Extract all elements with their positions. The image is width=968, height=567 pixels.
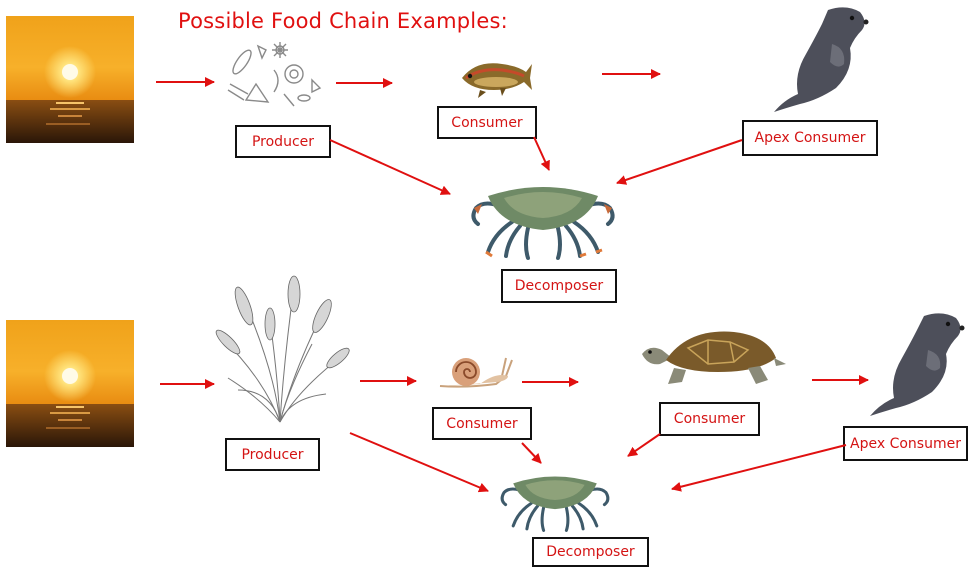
crab-image-top [468,168,618,260]
producer-label-bottom: Producer [225,438,320,471]
consumer-label-snail: Consumer [432,407,532,440]
diagram-title: Possible Food Chain Examples: [178,9,508,33]
apex-consumer-label-top: Apex Consumer [742,120,878,156]
turtle-image [638,326,788,392]
sunset-image-top [6,16,134,143]
phytoplankton-image [222,40,322,108]
apex-consumer-label-bottom: Apex Consumer [843,426,968,461]
arrow-apex-to-decomposer-top [617,140,742,183]
decomposer-label-top: Decomposer [501,269,617,303]
arrow-consumer-to-decomposer-top [534,137,549,170]
arrow-producer-to-decomposer-top [330,140,450,194]
fish-image [456,52,532,98]
grass-image [214,280,346,422]
otter-image-bottom [864,310,968,416]
arrow-otter-to-decomposer [672,445,846,489]
arrow-turtle-to-decomposer [628,434,660,456]
otter-image-top [766,4,872,112]
arrow-producer-to-decomposer-bottom [350,433,488,491]
consumer-label-top: Consumer [437,106,537,139]
producer-label-top: Producer [235,125,331,158]
sunset-image-bottom [6,320,134,447]
arrow-snail-to-decomposer [522,443,541,463]
snail-image [436,354,520,388]
decomposer-label-bottom: Decomposer [532,537,649,567]
consumer-label-turtle: Consumer [659,402,760,436]
crab-image-bottom [498,462,612,532]
